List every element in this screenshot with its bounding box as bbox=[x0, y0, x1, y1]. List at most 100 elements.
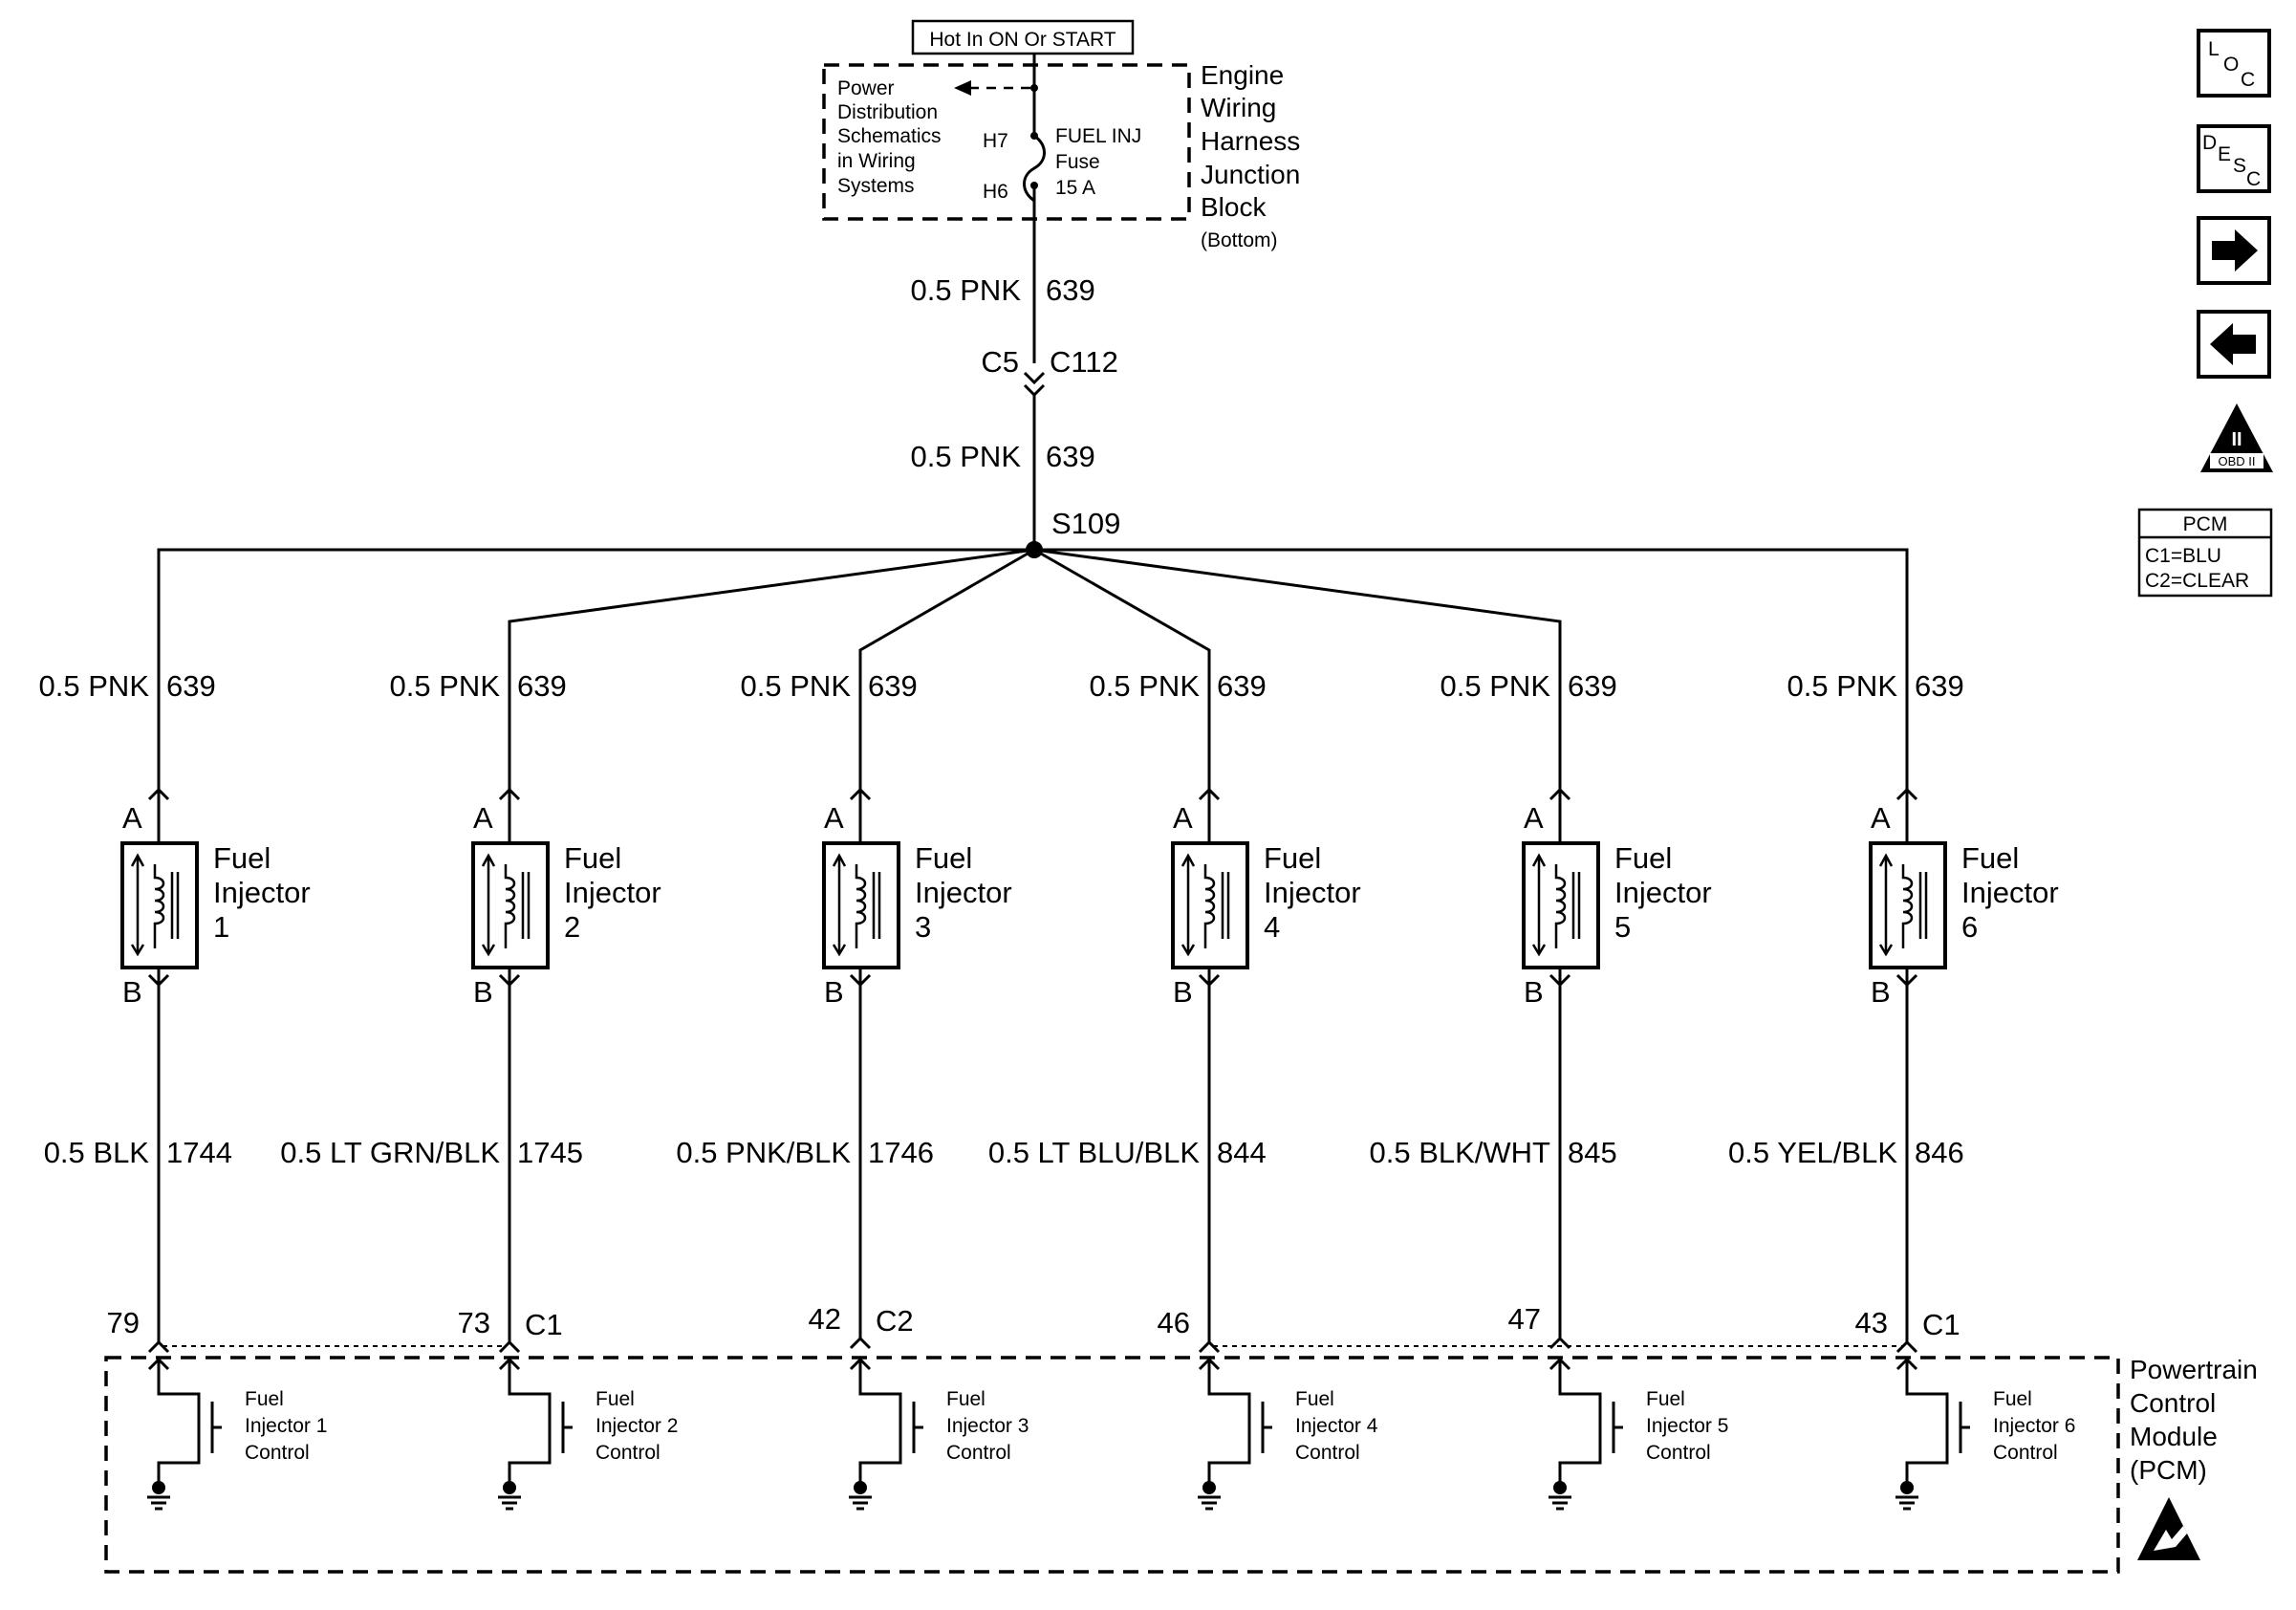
injector-2-control-label-3: Control bbox=[596, 1442, 661, 1464]
pcm-name-2: Control bbox=[2130, 1388, 2216, 1418]
obd-ii-button[interactable]: II OBD II bbox=[2200, 403, 2273, 472]
injector-3-lower-wire-circuit: 1746 bbox=[868, 1136, 934, 1169]
feed-wire2-circuit: 639 bbox=[1046, 440, 1095, 473]
power-dist-line-5: Systems bbox=[837, 175, 915, 197]
injector-4-control-label-1: Fuel bbox=[1295, 1388, 1334, 1410]
injector-5-control-label-1: Fuel bbox=[1646, 1388, 1685, 1410]
pcm-pin-79: 79 bbox=[107, 1306, 140, 1339]
pcm-pin-43: 43 bbox=[1855, 1306, 1888, 1339]
injector-1-coil-icon bbox=[153, 864, 165, 948]
injector-5-upper-wire-circuit: 639 bbox=[1568, 669, 1617, 703]
previous-page-button[interactable] bbox=[2197, 310, 2271, 379]
fuse-label-1: FUEL INJ bbox=[1055, 125, 1141, 147]
feed-wire1-circuit: 639 bbox=[1046, 273, 1095, 307]
connector-c112: C112 bbox=[1050, 345, 1118, 379]
injector-4-name-line-2: Injector bbox=[1264, 876, 1361, 909]
pin-h7: H7 bbox=[983, 130, 1008, 152]
splice-s109: S109 bbox=[1051, 507, 1120, 540]
svg-text:C1=BLU: C1=BLU bbox=[2145, 545, 2221, 567]
injector-5-control-label-3: Control bbox=[1646, 1442, 1711, 1464]
injector-1-number: 1 bbox=[213, 910, 229, 944]
injector-6-upper-wire-circuit: 639 bbox=[1915, 669, 1964, 703]
injector-6-control-label-1: Fuel bbox=[1993, 1388, 2032, 1410]
pcm-pin-46: 46 bbox=[1158, 1306, 1190, 1339]
fuel-injector-2 bbox=[471, 841, 550, 969]
pcm-name-3: Module bbox=[2130, 1422, 2218, 1451]
injector-6-control-label-3: Control bbox=[1993, 1442, 2058, 1464]
injector-4-lower-wire-color: 0.5 LT BLU/BLK bbox=[988, 1136, 1200, 1169]
pin-h6: H6 bbox=[983, 181, 1008, 203]
pcm-connector-6: C1 bbox=[1922, 1308, 1960, 1341]
injector-2-control-label-1: Fuel bbox=[596, 1388, 635, 1410]
injector-2-driver-icon bbox=[498, 1360, 573, 1511]
injector-1-upper-wire-circuit: 639 bbox=[166, 669, 216, 703]
injector-1-lower-wire-color: 0.5 BLK bbox=[44, 1136, 150, 1169]
injector-6-coil-icon bbox=[1901, 864, 1914, 948]
injector-4-pin-b: B bbox=[1173, 975, 1193, 1009]
injector-5-driver-icon bbox=[1549, 1360, 1623, 1511]
injector-3-control-label-2: Injector 3 bbox=[946, 1415, 1029, 1437]
svg-text:D: D bbox=[2202, 132, 2217, 154]
svg-text:C: C bbox=[2241, 69, 2255, 91]
desc-button[interactable]: D E S C bbox=[2197, 124, 2271, 193]
pcm-connector-legend: PCM C1=BLU C2=CLEAR bbox=[2137, 508, 2273, 598]
injector-4-upper-wire-color: 0.5 PNK bbox=[1090, 669, 1201, 703]
pcm-connector-2: C1 bbox=[525, 1308, 563, 1341]
injector-5-number: 5 bbox=[1614, 910, 1631, 944]
hot-label-box bbox=[911, 19, 1135, 55]
pcm-connector-3: C2 bbox=[876, 1304, 914, 1338]
junction-name-4: Junction bbox=[1201, 160, 1300, 189]
injector-6-pin-a: A bbox=[1871, 801, 1891, 835]
pcm-name-1: Powertrain bbox=[2130, 1355, 2258, 1384]
loc-button[interactable]: L O C bbox=[2197, 29, 2271, 98]
injector-1-driver-icon bbox=[147, 1360, 222, 1511]
injector-2-number: 2 bbox=[564, 910, 580, 944]
arrow-left-icon bbox=[2210, 323, 2256, 365]
injector-6-control-label-2: Injector 6 bbox=[1993, 1415, 2075, 1437]
pcm-name-4: (PCM) bbox=[2130, 1455, 2207, 1485]
connector-c5-c112-icon bbox=[1023, 371, 1046, 385]
fuel-injector-3 bbox=[822, 841, 900, 969]
injector-6-lower-wire-circuit: 846 bbox=[1915, 1136, 1964, 1169]
injector-6-driver-icon bbox=[1895, 1360, 1970, 1511]
injector-3-name-line-1: Fuel bbox=[915, 841, 972, 875]
injector-1-pin-a: A bbox=[122, 801, 142, 835]
injector-2-lower-wire-circuit: 1745 bbox=[517, 1136, 583, 1169]
feed-wire2-color: 0.5 PNK bbox=[911, 440, 1022, 473]
injector-4-driver-icon bbox=[1198, 1360, 1272, 1511]
injector-2-upper-wire-circuit: 639 bbox=[517, 669, 567, 703]
injector-1-name-line-1: Fuel bbox=[213, 841, 271, 875]
injector-3-coil-icon bbox=[855, 864, 867, 948]
power-dist-line-2: Distribution bbox=[837, 101, 938, 123]
power-dist-line-3: Schematics bbox=[837, 125, 942, 147]
power-dist-line-1: Power bbox=[837, 77, 895, 99]
injector-1-control-label-2: Injector 1 bbox=[245, 1415, 327, 1437]
injector-3-pin-b: B bbox=[824, 975, 844, 1009]
pcm-pin-73: 73 bbox=[458, 1306, 490, 1339]
next-page-button[interactable] bbox=[2197, 216, 2271, 285]
injector-6-upper-wire-color: 0.5 PNK bbox=[1787, 669, 1898, 703]
injector-4-number: 4 bbox=[1264, 910, 1280, 944]
power-dist-line-4: in Wiring bbox=[837, 150, 916, 172]
injector-5-upper-wire-color: 0.5 PNK bbox=[1440, 669, 1551, 703]
svg-text:O: O bbox=[2223, 54, 2239, 76]
junction-block-boundary bbox=[822, 63, 1191, 221]
svg-text:PCM: PCM bbox=[2183, 513, 2228, 535]
injector-2-lower-wire-color: 0.5 LT GRN/BLK bbox=[280, 1136, 500, 1169]
fuse-label-3: 15 A bbox=[1055, 177, 1095, 199]
injector-4-upper-wire-circuit: 639 bbox=[1217, 669, 1267, 703]
injector-5-name-line-1: Fuel bbox=[1614, 841, 1672, 875]
injector-1-upper-wire-color: 0.5 PNK bbox=[39, 669, 150, 703]
injector-3-control-label-3: Control bbox=[946, 1442, 1011, 1464]
injector-4-name-line-1: Fuel bbox=[1264, 841, 1321, 875]
injector-3-driver-icon bbox=[849, 1360, 923, 1511]
injector-6-pin-b: B bbox=[1871, 975, 1891, 1009]
injector-3-name-line-2: Injector bbox=[915, 876, 1012, 909]
injector-2-pin-b: B bbox=[473, 975, 493, 1009]
fuse-icon bbox=[1023, 134, 1046, 203]
injector-1-name-line-2: Injector bbox=[213, 876, 311, 909]
